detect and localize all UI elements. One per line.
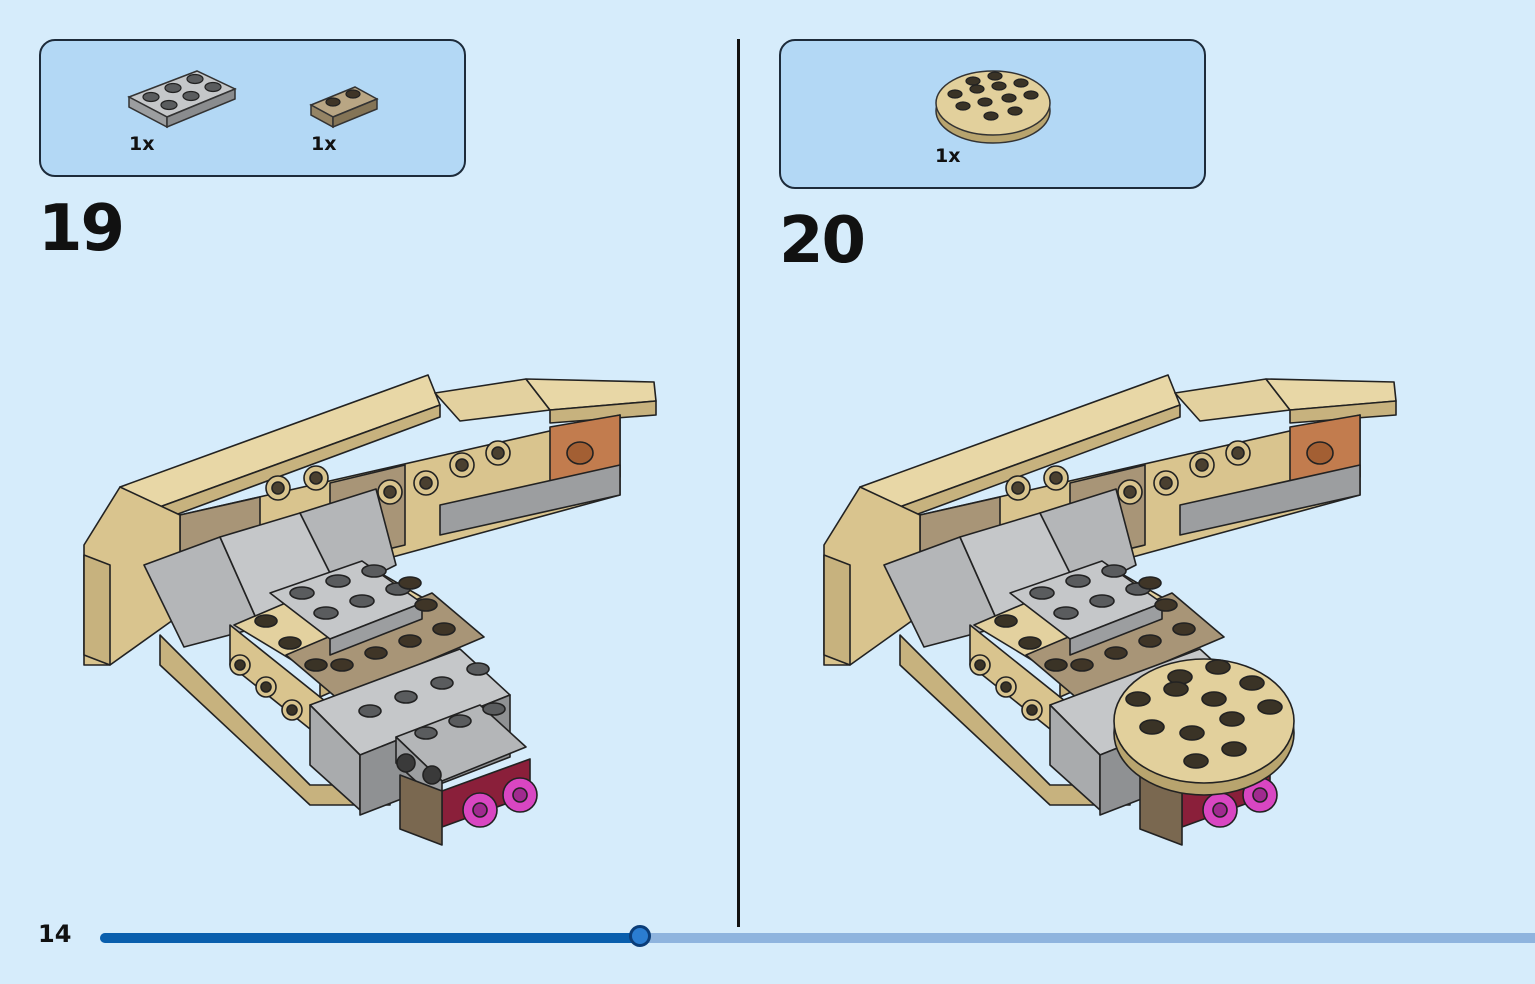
progress-knob[interactable] xyxy=(629,925,651,947)
page-divider xyxy=(737,39,740,927)
dark-tan-plate-1x2-icon xyxy=(309,86,379,129)
part-quantity: 1x xyxy=(935,145,961,167)
parts-callout-step-19: 1x 1x xyxy=(39,39,466,177)
part-quantity: 1x xyxy=(311,133,337,155)
progress-track xyxy=(100,933,1535,943)
step-number: 19 xyxy=(38,192,125,266)
step-19-model-illustration xyxy=(83,374,657,846)
tan-round-plate-4x4-icon xyxy=(935,70,1051,144)
parts-callout-step-20: 1x xyxy=(779,39,1206,189)
progress-fill xyxy=(100,933,640,943)
gray-plate-2x3-icon xyxy=(127,70,237,129)
part-quantity: 1x xyxy=(129,133,155,155)
step-20-model-illustration xyxy=(823,374,1397,846)
step-number: 20 xyxy=(779,204,866,278)
page-number: 14 xyxy=(38,920,72,948)
